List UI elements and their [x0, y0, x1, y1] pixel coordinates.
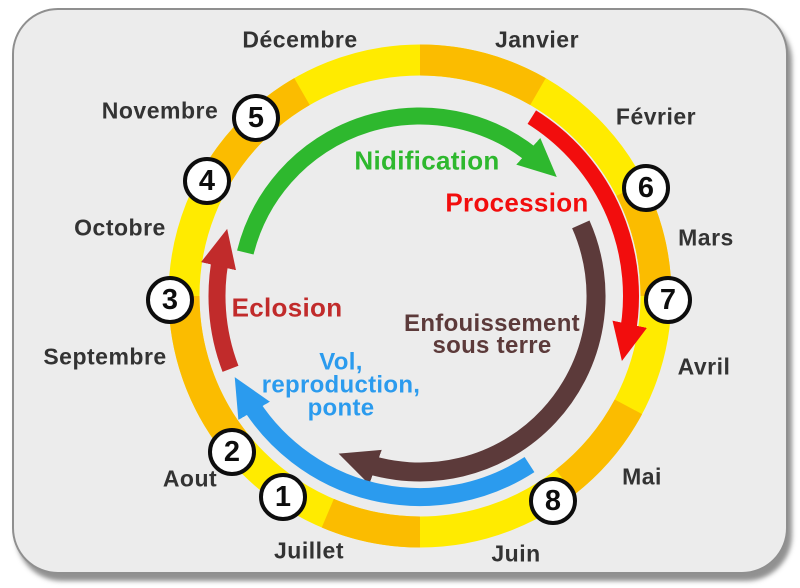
step-number: 5	[247, 101, 265, 134]
procession-arrow	[527, 110, 647, 362]
step-marker-6: 6	[622, 164, 670, 212]
step-marker-2: 2	[208, 428, 256, 476]
step-number: 4	[198, 164, 216, 197]
step-number: 6	[637, 171, 655, 204]
vol-reproduction-arrow	[234, 377, 535, 507]
step-marker-8: 8	[529, 477, 577, 525]
month-label-fevrier: Février	[615, 103, 697, 130]
step-number: 2	[223, 435, 241, 468]
month-label-novembre: Novembre	[101, 97, 219, 124]
month-label-septembre: Septembre	[43, 343, 167, 370]
ring-segment-juillet	[321, 498, 421, 548]
month-label-aout: Aout	[162, 465, 218, 492]
step-number: 7	[659, 283, 677, 316]
step-number: 3	[161, 283, 179, 316]
month-label-decembre: Décembre	[242, 26, 358, 53]
month-label-avril: Avril	[677, 353, 731, 380]
eclosion-arrow	[201, 228, 239, 372]
month-label-mars: Mars	[678, 224, 734, 251]
month-label-octobre: Octobre	[74, 214, 166, 241]
ring-segment-mai	[555, 399, 643, 495]
step-number: 8	[544, 484, 562, 517]
step-marker-7: 7	[644, 276, 692, 324]
step-marker-3: 3	[146, 276, 194, 324]
phase-label-eclosion: Eclosion	[231, 292, 343, 323]
phase-label-vol-reproduction-ponte: Vol, reproduction, ponte	[261, 348, 421, 422]
phase-label-nidification: Nidification	[354, 145, 500, 176]
ring-segment-janvier	[419, 44, 546, 106]
step-number: 1	[274, 480, 292, 513]
month-label-janvier: Janvier	[494, 26, 580, 53]
month-label-juin: Juin	[491, 540, 541, 567]
enfouissement-arrow	[338, 220, 606, 485]
step-marker-1: 1	[259, 473, 307, 521]
month-label-mai: Mai	[622, 463, 662, 490]
phase-label-enfouissement: Enfouissement sous terre	[404, 310, 580, 359]
phase-label-procession: Procession	[445, 187, 589, 218]
nidification-arrow	[237, 107, 557, 255]
step-marker-4: 4	[183, 157, 231, 205]
step-marker-5: 5	[232, 94, 280, 142]
month-label-juillet: Juillet	[274, 537, 344, 564]
